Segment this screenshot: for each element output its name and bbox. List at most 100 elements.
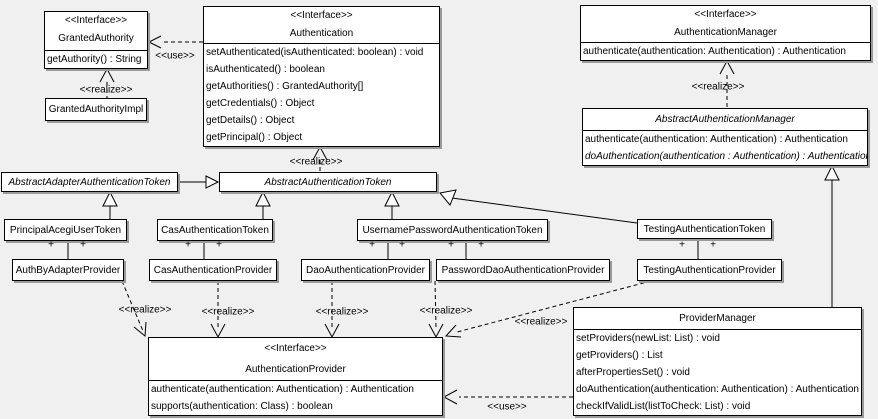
- method: getAuthority() : String: [47, 54, 142, 65]
- edge-label-realize: <<realize>>: [79, 84, 133, 96]
- edge-gen-usernamepasswordtoken: [384, 190, 400, 219]
- edge-realize-testingprovider: [444, 280, 652, 338]
- class-testing-authentication-provider[interactable]: TestingAuthenticationProvider: [637, 259, 782, 281]
- method-list: setAuthenticated(isAuthenticated: boolea…: [204, 43, 439, 146]
- edge-label-realize: <<realize>>: [289, 156, 343, 168]
- class-name: Authentication: [289, 28, 354, 39]
- edge-label-realize: <<realize>>: [315, 306, 369, 318]
- multiplicity-plus: +: [216, 239, 222, 251]
- edge-label-realize: <<realize>>: [691, 81, 745, 93]
- class-testing-authentication-token[interactable]: TestingAuthenticationToken: [637, 219, 772, 239]
- method: doAuthentication(authentication: Authent…: [576, 384, 859, 395]
- edge-gen-testingtoken: [439, 189, 638, 224]
- class-name: GrantedAuthorityImpl: [48, 104, 144, 115]
- edge-realize-grantedauthorityimpl: [99, 67, 115, 98]
- method: isAuthenticated() : boolean: [206, 64, 325, 75]
- edge-label-realize: <<realize>>: [201, 306, 255, 318]
- method-list: authenticate(authentication: Authenticat…: [149, 380, 442, 415]
- method: authenticate(authentication: Authenticat…: [585, 134, 848, 145]
- method: getDetails() : Object: [206, 115, 295, 126]
- edge-label-use: <<use>>: [155, 50, 195, 62]
- edge-label-realize: <<realize>>: [419, 305, 473, 317]
- multiplicity-plus: +: [185, 239, 191, 251]
- method: setProviders(newList: List) : void: [576, 333, 720, 344]
- method-list: authenticate(authentication: Authenticat…: [583, 130, 867, 165]
- edge-realize-authbyadapterprovider: [121, 280, 147, 337]
- class-name: CasAuthenticationToken: [161, 224, 269, 236]
- method-list: authenticate(authentication: Authenticat…: [581, 42, 870, 60]
- class-provider-manager[interactable]: ProviderManager setProviders(newList: Li…: [573, 307, 862, 416]
- method: getProviders() : List: [576, 350, 663, 361]
- multiplicity-plus: +: [448, 239, 454, 251]
- class-authentication-manager[interactable]: <<Interface>> AuthenticationManager auth…: [580, 5, 871, 61]
- stereotype: <<Interface>>: [290, 10, 353, 21]
- edge-realize-abstractauthenticationtoken: [312, 145, 328, 172]
- method: afterPropertiesSet() : void: [576, 367, 690, 378]
- class-authentication-provider[interactable]: <<Interface>> AuthenticationProvider aut…: [148, 337, 443, 416]
- class-granted-authority[interactable]: <<Interface>> GrantedAuthority getAuthor…: [44, 11, 148, 69]
- multiplicity-plus: +: [369, 239, 375, 251]
- multiplicity-plus: +: [399, 239, 405, 251]
- edge-gen-abstractadapter-abstracttoken: [178, 175, 220, 189]
- class-abstract-authentication-token[interactable]: AbstractAuthenticationToken: [219, 172, 437, 192]
- edge-label-realize: <<realize>>: [514, 316, 568, 328]
- class-name: TestingAuthenticationToken: [643, 223, 766, 235]
- class-name: ProviderManager: [679, 313, 756, 324]
- method: getPrincipal() : Object: [206, 132, 303, 143]
- class-name: AuthByAdapterProvider: [15, 264, 121, 276]
- class-cas-authentication-provider[interactable]: CasAuthenticationProvider: [149, 259, 277, 281]
- multiplicity-plus: +: [710, 239, 716, 251]
- class-name: AbstractAdapterAuthenticationToken: [8, 176, 171, 188]
- stereotype: <<Interface>>: [64, 15, 128, 26]
- stereotype: <<Interface>>: [264, 343, 327, 354]
- class-auth-by-adapter-provider[interactable]: AuthByAdapterProvider: [12, 259, 124, 281]
- stereotype: <<Interface>>: [694, 9, 757, 20]
- edge-gen-castoken: [255, 190, 271, 219]
- class-name: GrantedAuthority: [58, 33, 134, 44]
- multiplicity-plus: +: [48, 239, 54, 251]
- method-list: getAuthority() : String: [45, 50, 147, 68]
- class-name: AbstractAuthenticationManager: [655, 114, 795, 125]
- edge-gen-principaltoken: [102, 190, 118, 219]
- class-name: PasswordDaoAuthenticationProvider: [441, 264, 605, 276]
- edge-use-authentication-grantedauthority: [147, 35, 203, 49]
- class-username-password-authentication-token[interactable]: UsernamePasswordAuthenticationToken: [357, 219, 548, 241]
- class-name: AuthenticationManager: [674, 27, 777, 38]
- class-principal-acegi-user-token[interactable]: PrincipalAcegiUserToken: [4, 219, 127, 241]
- class-name: UsernamePasswordAuthenticationToken: [362, 224, 543, 236]
- class-header: <<Interface>> AuthenticationProvider: [149, 338, 442, 380]
- edge-gen-providermanager: [824, 164, 840, 307]
- method: supports(authentication: Class) : boolea…: [151, 401, 333, 412]
- method: authenticate(authentication: Authenticat…: [583, 46, 846, 57]
- class-header: <<Interface>> AuthenticationManager: [581, 6, 870, 42]
- method: checkIfValidList(listToCheck: List) : vo…: [576, 401, 751, 412]
- class-name: DaoAuthenticationProvider: [306, 264, 425, 276]
- class-name: CasAuthenticationProvider: [153, 264, 273, 276]
- method: getAuthorities() : GrantedAuthority[]: [206, 81, 364, 92]
- multiplicity-plus: +: [80, 239, 86, 251]
- class-dao-authentication-provider[interactable]: DaoAuthenticationProvider: [301, 259, 430, 281]
- class-name: AbstractAuthenticationToken: [264, 176, 392, 188]
- class-authentication[interactable]: <<Interface>> Authentication setAuthenti…: [203, 6, 440, 147]
- edge-realize-abstractauthenticationmanager: [719, 59, 735, 108]
- multiplicity-plus: +: [679, 239, 685, 251]
- method: getCredentials() : Object: [206, 98, 315, 109]
- class-header: AbstractAuthenticationManager: [583, 109, 867, 130]
- class-granted-authority-impl[interactable]: GrantedAuthorityImpl: [45, 98, 147, 121]
- edge-label-use: <<use>>: [487, 401, 527, 413]
- method: doAuthentication(authentication : Authen…: [585, 151, 867, 162]
- method: setAuthenticated(isAuthenticated: boolea…: [206, 47, 424, 58]
- method-list: setProviders(newList: List) : void getPr…: [574, 329, 861, 415]
- class-cas-authentication-token[interactable]: CasAuthenticationToken: [157, 219, 273, 241]
- class-abstract-authentication-manager[interactable]: AbstractAuthenticationManager authentica…: [582, 108, 868, 166]
- class-name: AuthenticationProvider: [245, 364, 346, 375]
- class-abstract-adapter-authentication-token[interactable]: AbstractAdapterAuthenticationToken: [1, 172, 178, 192]
- method: authenticate(authentication: Authenticat…: [151, 384, 414, 395]
- class-name: TestingAuthenticationProvider: [643, 264, 776, 276]
- class-password-dao-authentication-provider[interactable]: PasswordDaoAuthenticationProvider: [436, 259, 610, 281]
- class-header: <<Interface>> GrantedAuthority: [45, 12, 147, 50]
- multiplicity-plus: +: [478, 239, 484, 251]
- class-name: PrincipalAcegiUserToken: [9, 224, 122, 236]
- edge-label-realize: <<realize>>: [118, 304, 172, 316]
